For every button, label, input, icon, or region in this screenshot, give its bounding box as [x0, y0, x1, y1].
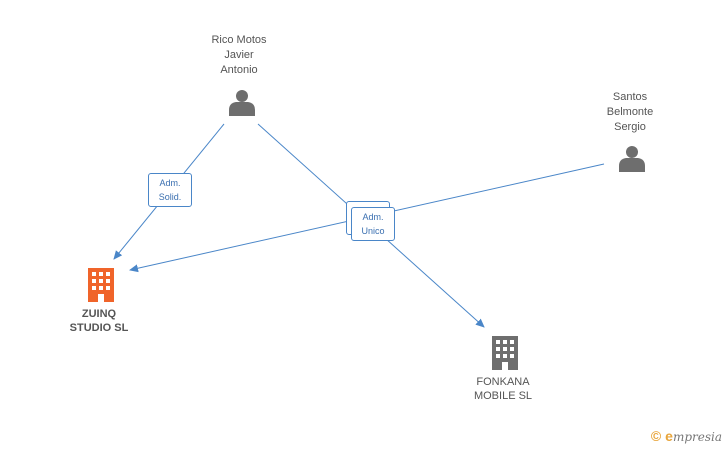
brand-name: mpresia: [672, 430, 722, 444]
person-icon[interactable]: [619, 146, 645, 172]
brand-logo[interactable]: empresia: [665, 428, 722, 444]
copyright-icon: ©: [650, 428, 662, 444]
person-name-rico[interactable]: Rico Motos Javier Antonio: [211, 34, 267, 76]
company-name-fonkana[interactable]: FONKANA MOBILE SL: [473, 376, 533, 402]
role-badge-adm-unico: Adm. Unico: [351, 207, 395, 241]
building-icon[interactable]: [492, 336, 518, 370]
company-name-zuinq[interactable]: ZUINQ STUDIO SL: [69, 308, 129, 334]
role-badge-adm-solid: Adm. Solid.: [148, 173, 192, 207]
footer-brand: © empresia: [651, 428, 722, 444]
person-icon[interactable]: [229, 90, 255, 116]
person-name-santos[interactable]: Santos Belmonte Sergio: [606, 91, 654, 133]
brand-initial: e: [665, 428, 673, 444]
building-icon[interactable]: [88, 268, 114, 302]
